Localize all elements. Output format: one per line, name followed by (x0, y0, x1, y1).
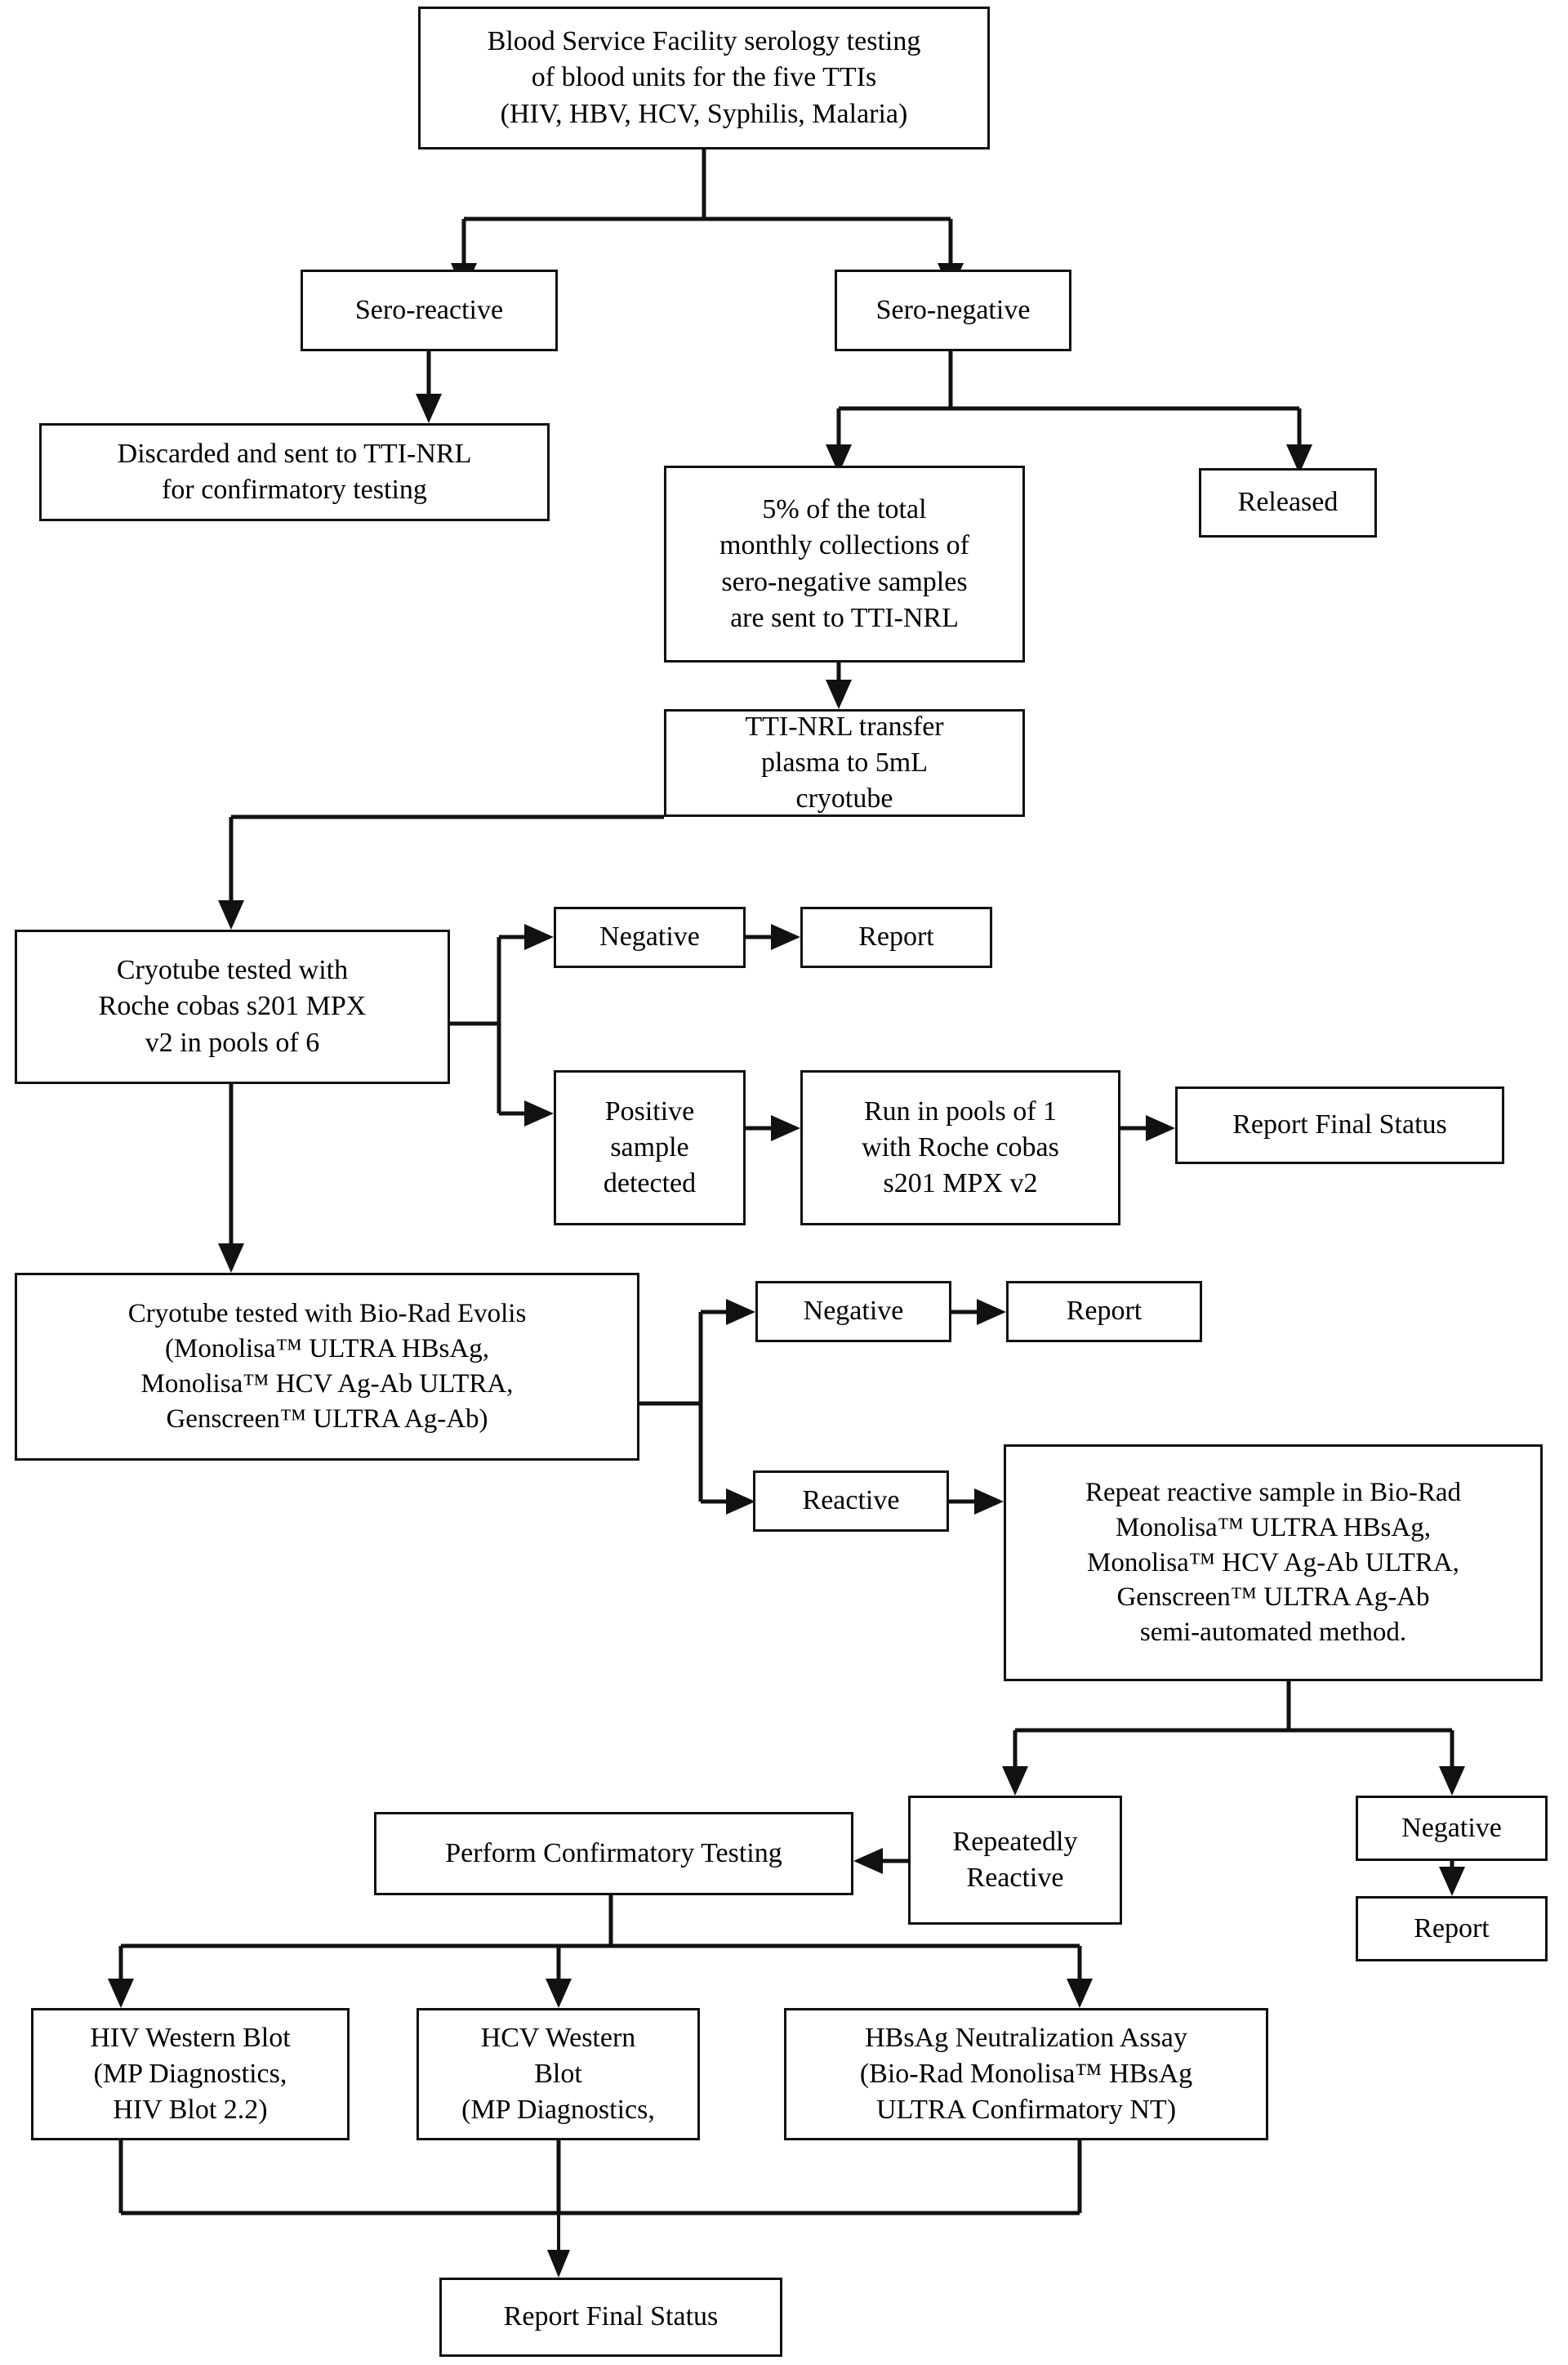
node-nat-report: Report (800, 907, 992, 968)
node-hcv-western-blot: HCV Western Blot (MP Diagnostics, (416, 2008, 700, 2140)
node-five-percent-sent: 5% of the total monthly collections of s… (664, 466, 1025, 663)
node-run-pools-of-1: Run in pools of 1 with Roche cobas s201 … (800, 1070, 1120, 1225)
node-report-final-status-end: Report Final Status (439, 2278, 782, 2357)
node-sero-reactive: Sero-reactive (301, 270, 558, 351)
node-perform-confirmatory-testing: Perform Confirmatory Testing (374, 1812, 853, 1895)
node-repeat-negative: Negative (1356, 1796, 1548, 1861)
node-sero-negative: Sero-negative (835, 270, 1071, 351)
node-hiv-western-blot: HIV Western Blot (MP Diagnostics, HIV Bl… (31, 2008, 350, 2140)
node-report-final-status-nat: Report Final Status (1175, 1087, 1504, 1164)
node-positive-sample-detected: Positive sample detected (554, 1070, 746, 1225)
node-sero-report: Report (1006, 1281, 1202, 1342)
node-ttinrl-transfer-plasma: TTI-NRL transfer plasma to 5mL cryotube (664, 709, 1025, 817)
node-start: Blood Service Facility serology testing … (418, 7, 990, 149)
node-released: Released (1199, 468, 1377, 538)
node-sero-negative-result: Negative (755, 1281, 951, 1342)
node-cryotube-roche-pools6: Cryotube tested with Roche cobas s201 MP… (15, 930, 450, 1084)
node-repeat-reactive-sample: Repeat reactive sample in Bio-Rad Monoli… (1004, 1444, 1543, 1681)
node-nat-negative: Negative (554, 907, 746, 968)
node-cryotube-biorad-evolis: Cryotube tested with Bio-Rad Evolis (Mon… (15, 1273, 639, 1461)
node-repeat-report: Report (1356, 1896, 1548, 1961)
node-reactive: Reactive (753, 1470, 949, 1532)
node-hbsag-neutralization-assay: HBsAg Neutralization Assay (Bio-Rad Mono… (784, 2008, 1268, 2140)
node-repeatedly-reactive: Repeatedly Reactive (908, 1796, 1122, 1925)
node-discarded-to-ttinrl: Discarded and sent to TTI-NRL for confir… (39, 423, 550, 521)
